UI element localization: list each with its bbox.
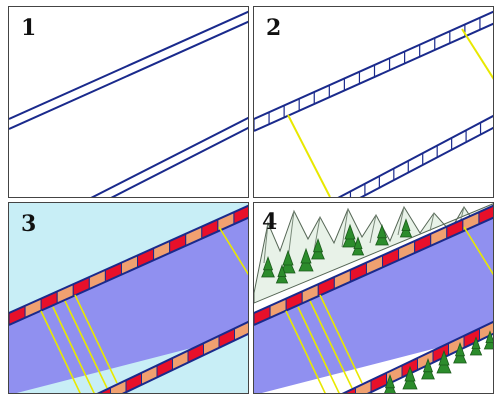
yellow-line (309, 300, 353, 389)
yellow-line (52, 306, 95, 393)
tree (376, 224, 388, 239)
rail-line (9, 20, 248, 130)
rail-line (90, 116, 248, 197)
barrier-edge (96, 320, 248, 393)
road-surface (9, 213, 248, 393)
yellow-line (285, 310, 326, 393)
top-barrier (254, 204, 493, 326)
tree (312, 238, 324, 253)
barrier-edge (254, 204, 493, 314)
panel-3-drawing (9, 203, 248, 393)
panel-number: 1 (21, 15, 37, 41)
bottom-barrier (96, 320, 248, 393)
panel-number: 4 (262, 209, 278, 235)
tree (404, 365, 416, 382)
tree (344, 223, 356, 240)
yellow-line (74, 294, 118, 384)
yellow-line (319, 294, 363, 384)
tree (471, 336, 481, 350)
top-barrier (9, 204, 248, 326)
bottom-barrier-ties (349, 122, 482, 197)
tree (401, 218, 411, 232)
yellow-line (461, 28, 493, 80)
panel-number: 3 (21, 211, 37, 237)
tree (300, 247, 312, 264)
panel-2-drawing (254, 10, 493, 197)
tree (422, 358, 434, 373)
yellow-line (297, 306, 340, 393)
tree (384, 374, 396, 389)
yellow-line (463, 226, 493, 276)
panel-1-drawing (9, 10, 248, 197)
rail-line (359, 126, 493, 197)
rail-line (254, 22, 493, 132)
tree (485, 330, 493, 344)
tree (454, 342, 466, 357)
yellow-line (287, 114, 331, 197)
yellow-line (218, 226, 248, 276)
tree (277, 264, 287, 277)
tree (438, 349, 450, 366)
panel-2: 2 (253, 6, 494, 198)
trees-top (261, 218, 413, 284)
mountain-shading (263, 206, 465, 264)
road-surface (254, 213, 493, 393)
panel-4: 4 (253, 202, 494, 394)
panel-3: 3 (8, 202, 249, 394)
barrier-edge (122, 332, 248, 393)
yellow-line (40, 310, 81, 393)
rail-line (337, 114, 493, 197)
panel-number: 2 (266, 15, 282, 41)
rail-line (110, 126, 248, 197)
barrier-edge (9, 216, 248, 326)
trees-bottom (384, 330, 493, 393)
top-barrier-ties (254, 17, 481, 131)
panel-1: 1 (8, 6, 249, 198)
yellow-line (64, 300, 108, 389)
barrier-edge (9, 204, 248, 314)
rail-line (254, 10, 493, 120)
tree (282, 249, 294, 266)
barrier-edge (341, 320, 493, 393)
panel-4-drawing (254, 203, 493, 393)
barrier-edge (367, 332, 493, 393)
barrier-edge (254, 216, 493, 326)
rail-line (9, 10, 248, 120)
tree (353, 236, 363, 249)
tree (262, 256, 274, 271)
